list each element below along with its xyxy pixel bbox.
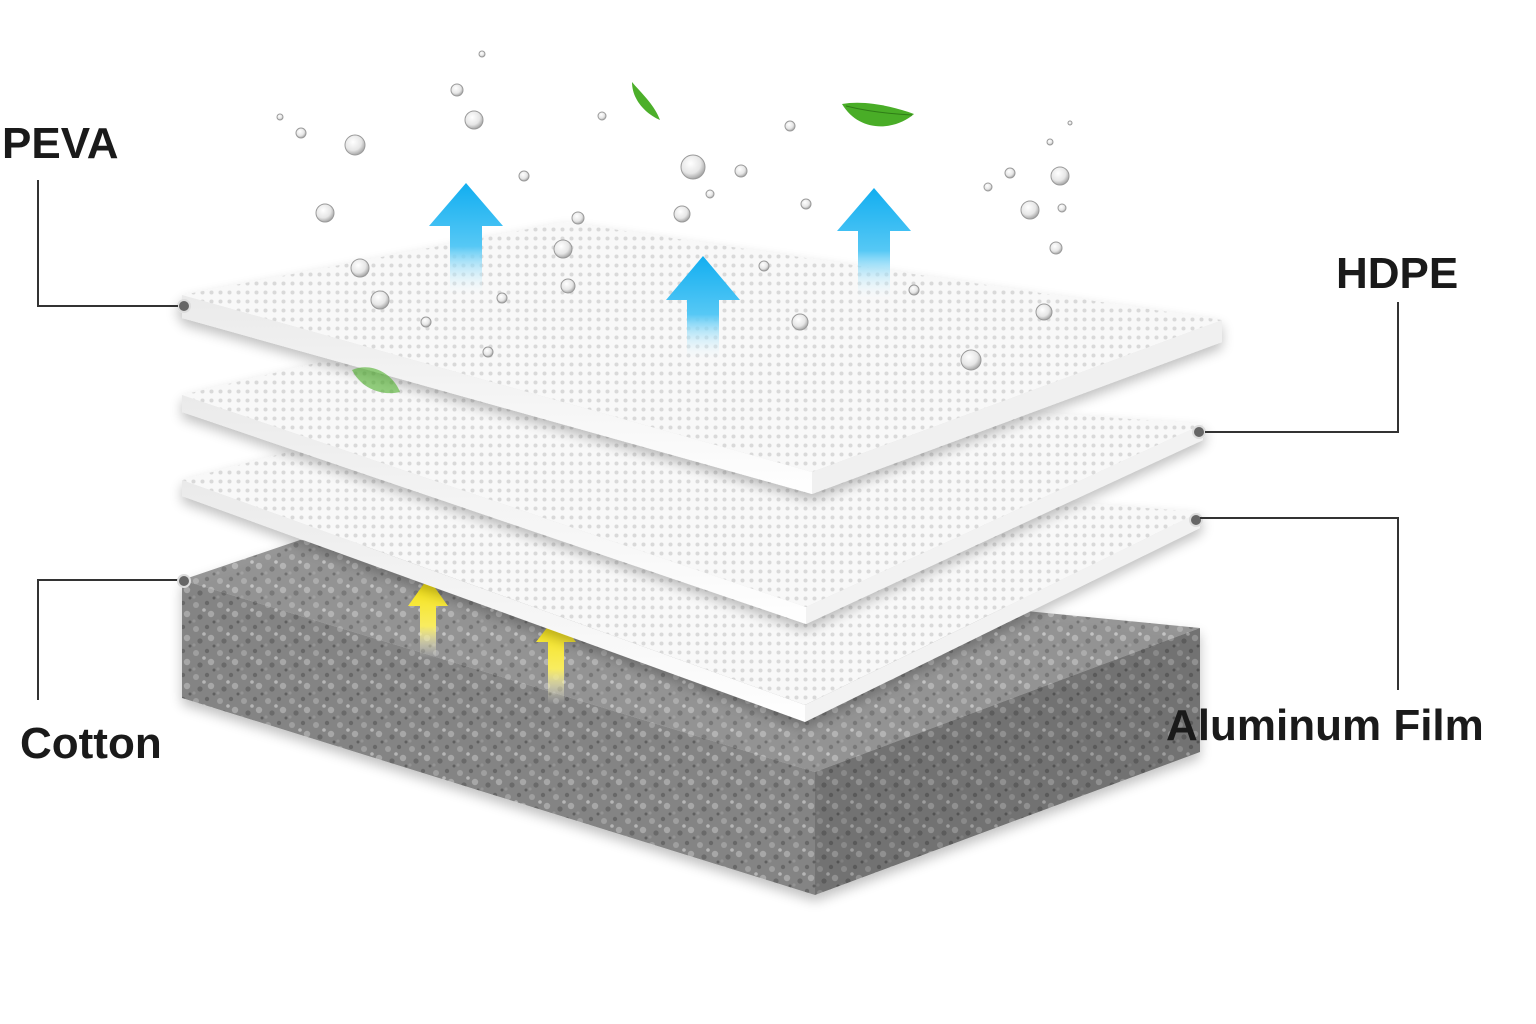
- water-droplet-icon: [734, 164, 748, 178]
- water-droplet-icon: [478, 50, 486, 58]
- water-droplet-icon: [758, 260, 770, 272]
- leaf-icon: [632, 82, 660, 120]
- water-droplet-icon: [680, 154, 706, 180]
- water-droplet-icon: [1046, 138, 1054, 146]
- water-droplet-icon: [800, 198, 812, 210]
- leader-lines: [37, 180, 1399, 700]
- water-droplet-icon: [553, 239, 573, 259]
- water-droplet-icon: [597, 111, 607, 121]
- water-droplet-icon: [673, 205, 691, 223]
- water-droplets: [276, 50, 1073, 371]
- hdpe-leader-line: [1205, 302, 1399, 433]
- aluminum-leader-line: [1200, 517, 1399, 690]
- peva-label: PEVA: [2, 119, 119, 168]
- cotton-connector-dot: [177, 574, 191, 588]
- heat-arrow-right-icon: [536, 616, 576, 704]
- cotton-label: Cotton: [20, 719, 162, 768]
- aluminum-film-label: Aluminum Film: [1166, 701, 1484, 750]
- heat-arrow-left-icon: [408, 578, 448, 658]
- water-droplet-icon: [464, 110, 484, 130]
- peva-leader-line: [37, 180, 178, 307]
- water-droplet-icon: [420, 316, 432, 328]
- water-droplet-icon: [784, 120, 796, 132]
- water-droplet-icon: [370, 290, 390, 310]
- water-droplet-icon: [1050, 166, 1070, 186]
- water-droplet-icon: [560, 278, 576, 294]
- water-droplet-icon: [960, 349, 982, 371]
- water-droplet-icon: [908, 284, 920, 296]
- water-droplet-icon: [295, 127, 307, 139]
- water-droplet-icon: [705, 189, 715, 199]
- water-droplet-icon: [791, 313, 809, 331]
- leaf-icon: [842, 102, 914, 127]
- water-droplet-icon: [1004, 167, 1016, 179]
- vapor-arrow-1-icon: [429, 183, 503, 298]
- leaf-icon: [352, 367, 400, 394]
- water-droplet-icon: [496, 292, 508, 304]
- water-droplet-icon: [344, 134, 366, 156]
- water-droplet-icon: [350, 258, 370, 278]
- water-droplet-icon: [1049, 241, 1063, 255]
- water-droplet-icon: [276, 113, 284, 121]
- water-droplet-icon: [482, 346, 494, 358]
- water-droplet-icon: [1020, 200, 1040, 220]
- water-droplet-icon: [1067, 120, 1073, 126]
- hdpe-label: HDPE: [1336, 249, 1459, 298]
- water-droplet-icon: [571, 211, 585, 225]
- water-droplet-icon: [983, 182, 993, 192]
- cotton-leader-line: [37, 579, 180, 700]
- water-droplet-icon: [315, 203, 335, 223]
- water-droplet-icon: [1035, 303, 1053, 321]
- vapor-arrow-3-icon: [666, 256, 740, 362]
- water-droplet-icon: [518, 170, 530, 182]
- water-droplet-icon: [1057, 203, 1067, 213]
- vapor-arrow-2-icon: [837, 188, 911, 302]
- water-droplet-icon: [450, 83, 464, 97]
